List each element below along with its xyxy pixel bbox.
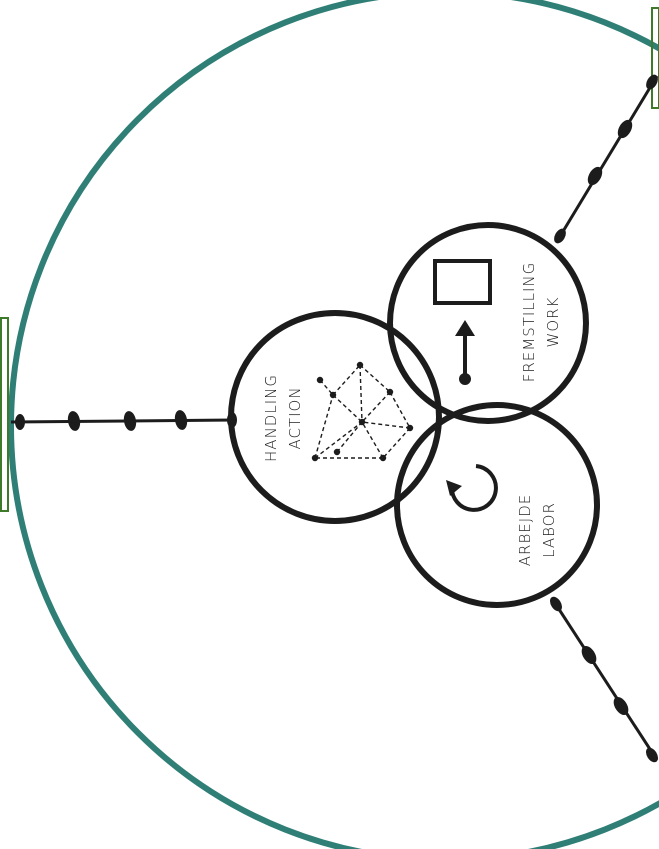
left-frame-bar <box>0 317 9 512</box>
arbejde-label-line1: ARBEJDE <box>516 494 534 566</box>
arbejde-label: ARBEJDE LABOR <box>516 494 558 566</box>
circle-arbejde <box>394 402 600 608</box>
square-arrow-icon <box>433 259 492 385</box>
outer-ring <box>8 0 659 849</box>
fremstilling-label: FREMSTILLING WORK <box>520 262 562 383</box>
fremstilling-label-line1: FREMSTILLING <box>520 262 538 383</box>
fremstilling-label-line2: WORK <box>544 297 562 348</box>
circle-fremstilling <box>387 222 589 424</box>
circle-handling <box>228 310 442 524</box>
handling-label-line1: HANDLING <box>262 374 280 462</box>
spoke-upper-right <box>554 74 659 244</box>
cycle-arrow-icon <box>446 464 498 512</box>
network-icon <box>311 361 414 462</box>
arbejde-label-line2: LABOR <box>540 502 558 558</box>
handling-label-line2: ACTION <box>286 386 304 449</box>
spoke-lower-right <box>550 596 659 763</box>
right-frame-bar <box>651 7 659 109</box>
handling-label: HANDLING ACTION <box>262 374 304 462</box>
spoke-left <box>10 410 237 431</box>
